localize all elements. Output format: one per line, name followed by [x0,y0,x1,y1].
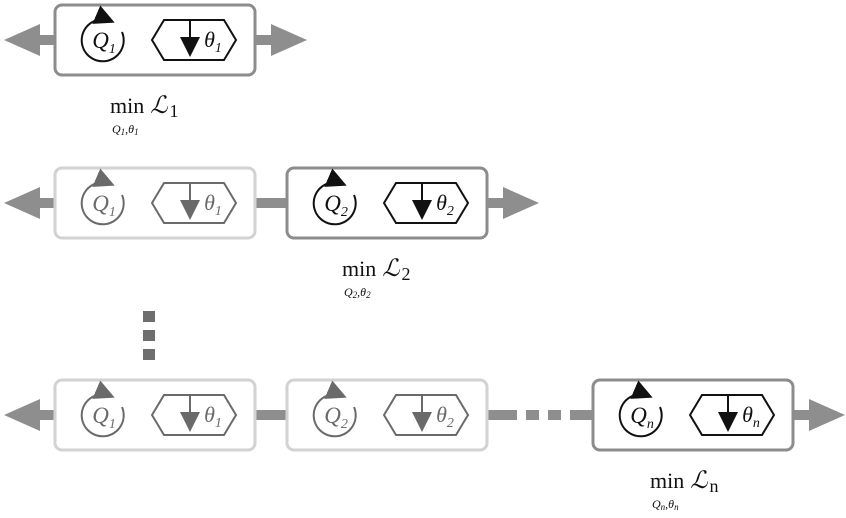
theta-label: θn [742,402,760,431]
left-arrow-icon [4,187,40,219]
parameter-hexagon-icon [382,394,470,436]
cycle-arrow-icon [312,380,357,438]
right-arrow-icon [271,24,307,56]
output-connector [255,35,271,45]
input-connector [30,35,55,45]
block-connector [255,410,287,420]
objective-3-vars: Qn,θn [652,497,679,512]
block-2-1: Q1 θ1 [53,166,257,240]
parameter-hexagon-icon [150,394,238,436]
block-3-3: Qn θn [591,378,795,452]
block-3-2: Q2 θ2 [285,378,489,452]
vertical-ellipsis-dot [143,311,155,322]
block-2-2: Q2 θ2 [285,166,489,240]
parameter-hexagon-icon [150,182,238,224]
theta-label: θ1 [204,190,222,219]
output-connector [793,410,809,420]
parameter-hexagon-icon [150,19,238,61]
block-connector [255,198,287,208]
theta-label: θ2 [436,190,454,219]
left-arrow-icon [4,399,40,431]
right-arrow-icon [503,187,539,219]
block-3-1: Q1 θ1 [53,378,257,452]
cycle-arrow-icon [618,380,663,438]
q-label: Q1 [92,28,116,57]
cycle-arrow-icon [80,168,125,226]
objective-2-vars: Q2,θ2 [344,285,371,300]
parameter-hexagon-icon [382,182,470,224]
vertical-ellipsis-dot [143,330,155,341]
block-1-1: Q1 θ1 [53,3,257,77]
q-label: Q2 [324,403,348,432]
theta-label: θ1 [204,402,222,431]
parameter-hexagon-icon [688,394,776,436]
q-label: Q1 [92,403,116,432]
cycle-arrow-icon [80,380,125,438]
right-arrow-icon [809,399,845,431]
q-label: Qn [630,403,654,432]
output-connector [487,198,503,208]
left-arrow-icon [4,24,40,56]
cycle-arrow-icon [312,168,357,226]
input-connector [30,410,55,420]
theta-label: θ2 [436,402,454,431]
q-label: Q1 [92,191,116,220]
theta-label: θ1 [204,27,222,56]
input-connector [30,198,55,208]
vertical-ellipsis-dot [143,349,155,360]
cycle-arrow-icon [80,5,125,63]
objective-1-vars: Q1,θ1 [112,122,139,137]
q-label: Q2 [324,191,348,220]
